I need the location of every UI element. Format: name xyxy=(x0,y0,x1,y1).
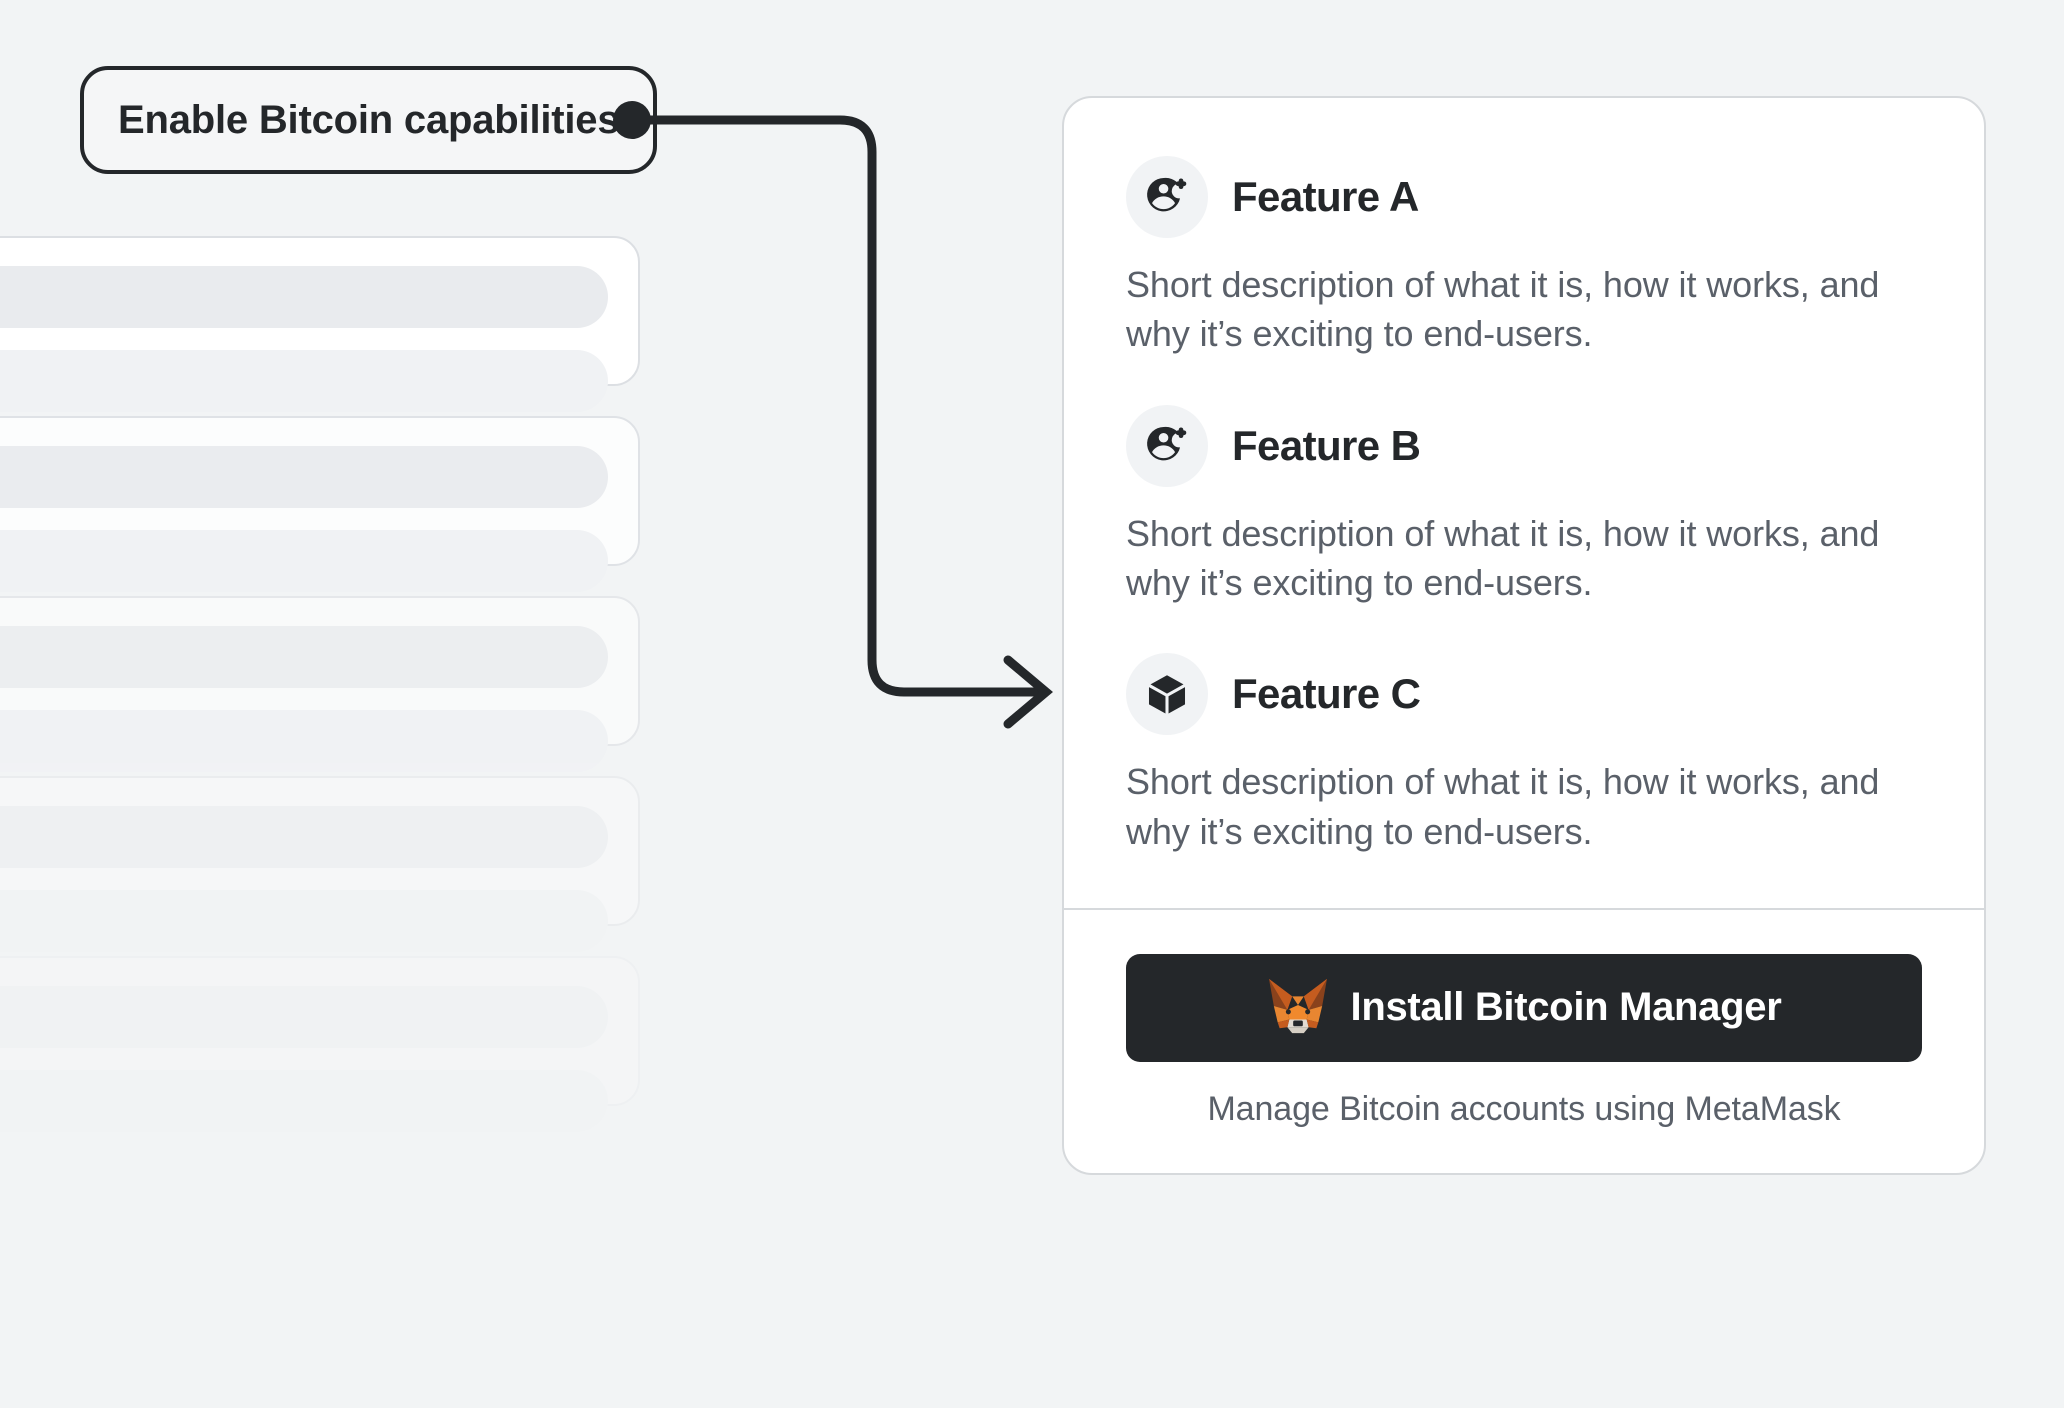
skeleton-card xyxy=(0,956,640,1132)
feature-block: Feature A Short description of what it is… xyxy=(1126,156,1922,359)
skeleton-bar-primary xyxy=(0,266,608,328)
feature-block: Feature C Short description of what it is… xyxy=(1126,653,1922,856)
skeleton-bar-secondary xyxy=(0,1070,608,1132)
arrow-right-icon xyxy=(1003,655,1053,729)
skeleton-card xyxy=(0,776,640,952)
feature-title: Feature A xyxy=(1232,173,1419,220)
feature-description: Short description of what it is, how it … xyxy=(1126,512,1880,603)
feature-title: Feature B xyxy=(1232,421,1421,469)
skeleton-bar-secondary xyxy=(0,710,608,772)
skeleton-bar-secondary xyxy=(0,530,608,592)
skeleton-bar-primary xyxy=(0,806,608,868)
install-button-label: Install Bitcoin Manager xyxy=(1350,985,1782,1030)
footer-caption: Manage Bitcoin accounts using MetaMask xyxy=(1207,1089,1841,1128)
feature-description: Short description of what it is, how it … xyxy=(1126,264,1880,355)
skeleton-bar-secondary xyxy=(0,350,608,412)
install-bitcoin-manager-button[interactable]: Install Bitcoin Manager xyxy=(1126,953,1922,1062)
skeleton-placeholder-column xyxy=(0,236,640,1408)
feature-title: Feature C xyxy=(1232,670,1421,718)
skeleton-card xyxy=(0,596,640,772)
feature-header: Feature C xyxy=(1126,653,1922,736)
skeleton-card xyxy=(0,236,640,412)
feature-description: Short description of what it is, how it … xyxy=(1126,761,1880,852)
cube-icon xyxy=(1126,653,1208,736)
callout-pill: Enable Bitcoin capabilities xyxy=(80,66,658,174)
feature-list: Feature A Short description of what it is… xyxy=(1064,98,1984,908)
panel-divider xyxy=(1064,907,1984,910)
callout-pill-label: Enable Bitcoin capabilities xyxy=(118,97,620,142)
connector-path xyxy=(632,115,1040,697)
skeleton-bar-secondary xyxy=(0,890,608,952)
feature-panel: Feature A Short description of what it is… xyxy=(1062,96,1986,1175)
skeleton-card xyxy=(0,416,640,592)
add-user-icon xyxy=(1126,156,1208,238)
panel-footer: Install Bitcoin Manager Manage Bitcoin a… xyxy=(1064,910,1984,1173)
add-user-icon xyxy=(1126,404,1208,487)
metamask-fox-icon xyxy=(1267,977,1329,1038)
feature-block: Feature B Short description of what it is… xyxy=(1126,404,1922,608)
skeleton-bar-primary xyxy=(0,446,608,508)
skeleton-bar-primary xyxy=(0,626,608,688)
feature-header: Feature B xyxy=(1126,404,1922,487)
feature-header: Feature A xyxy=(1126,156,1922,238)
skeleton-bar-primary xyxy=(0,986,608,1048)
